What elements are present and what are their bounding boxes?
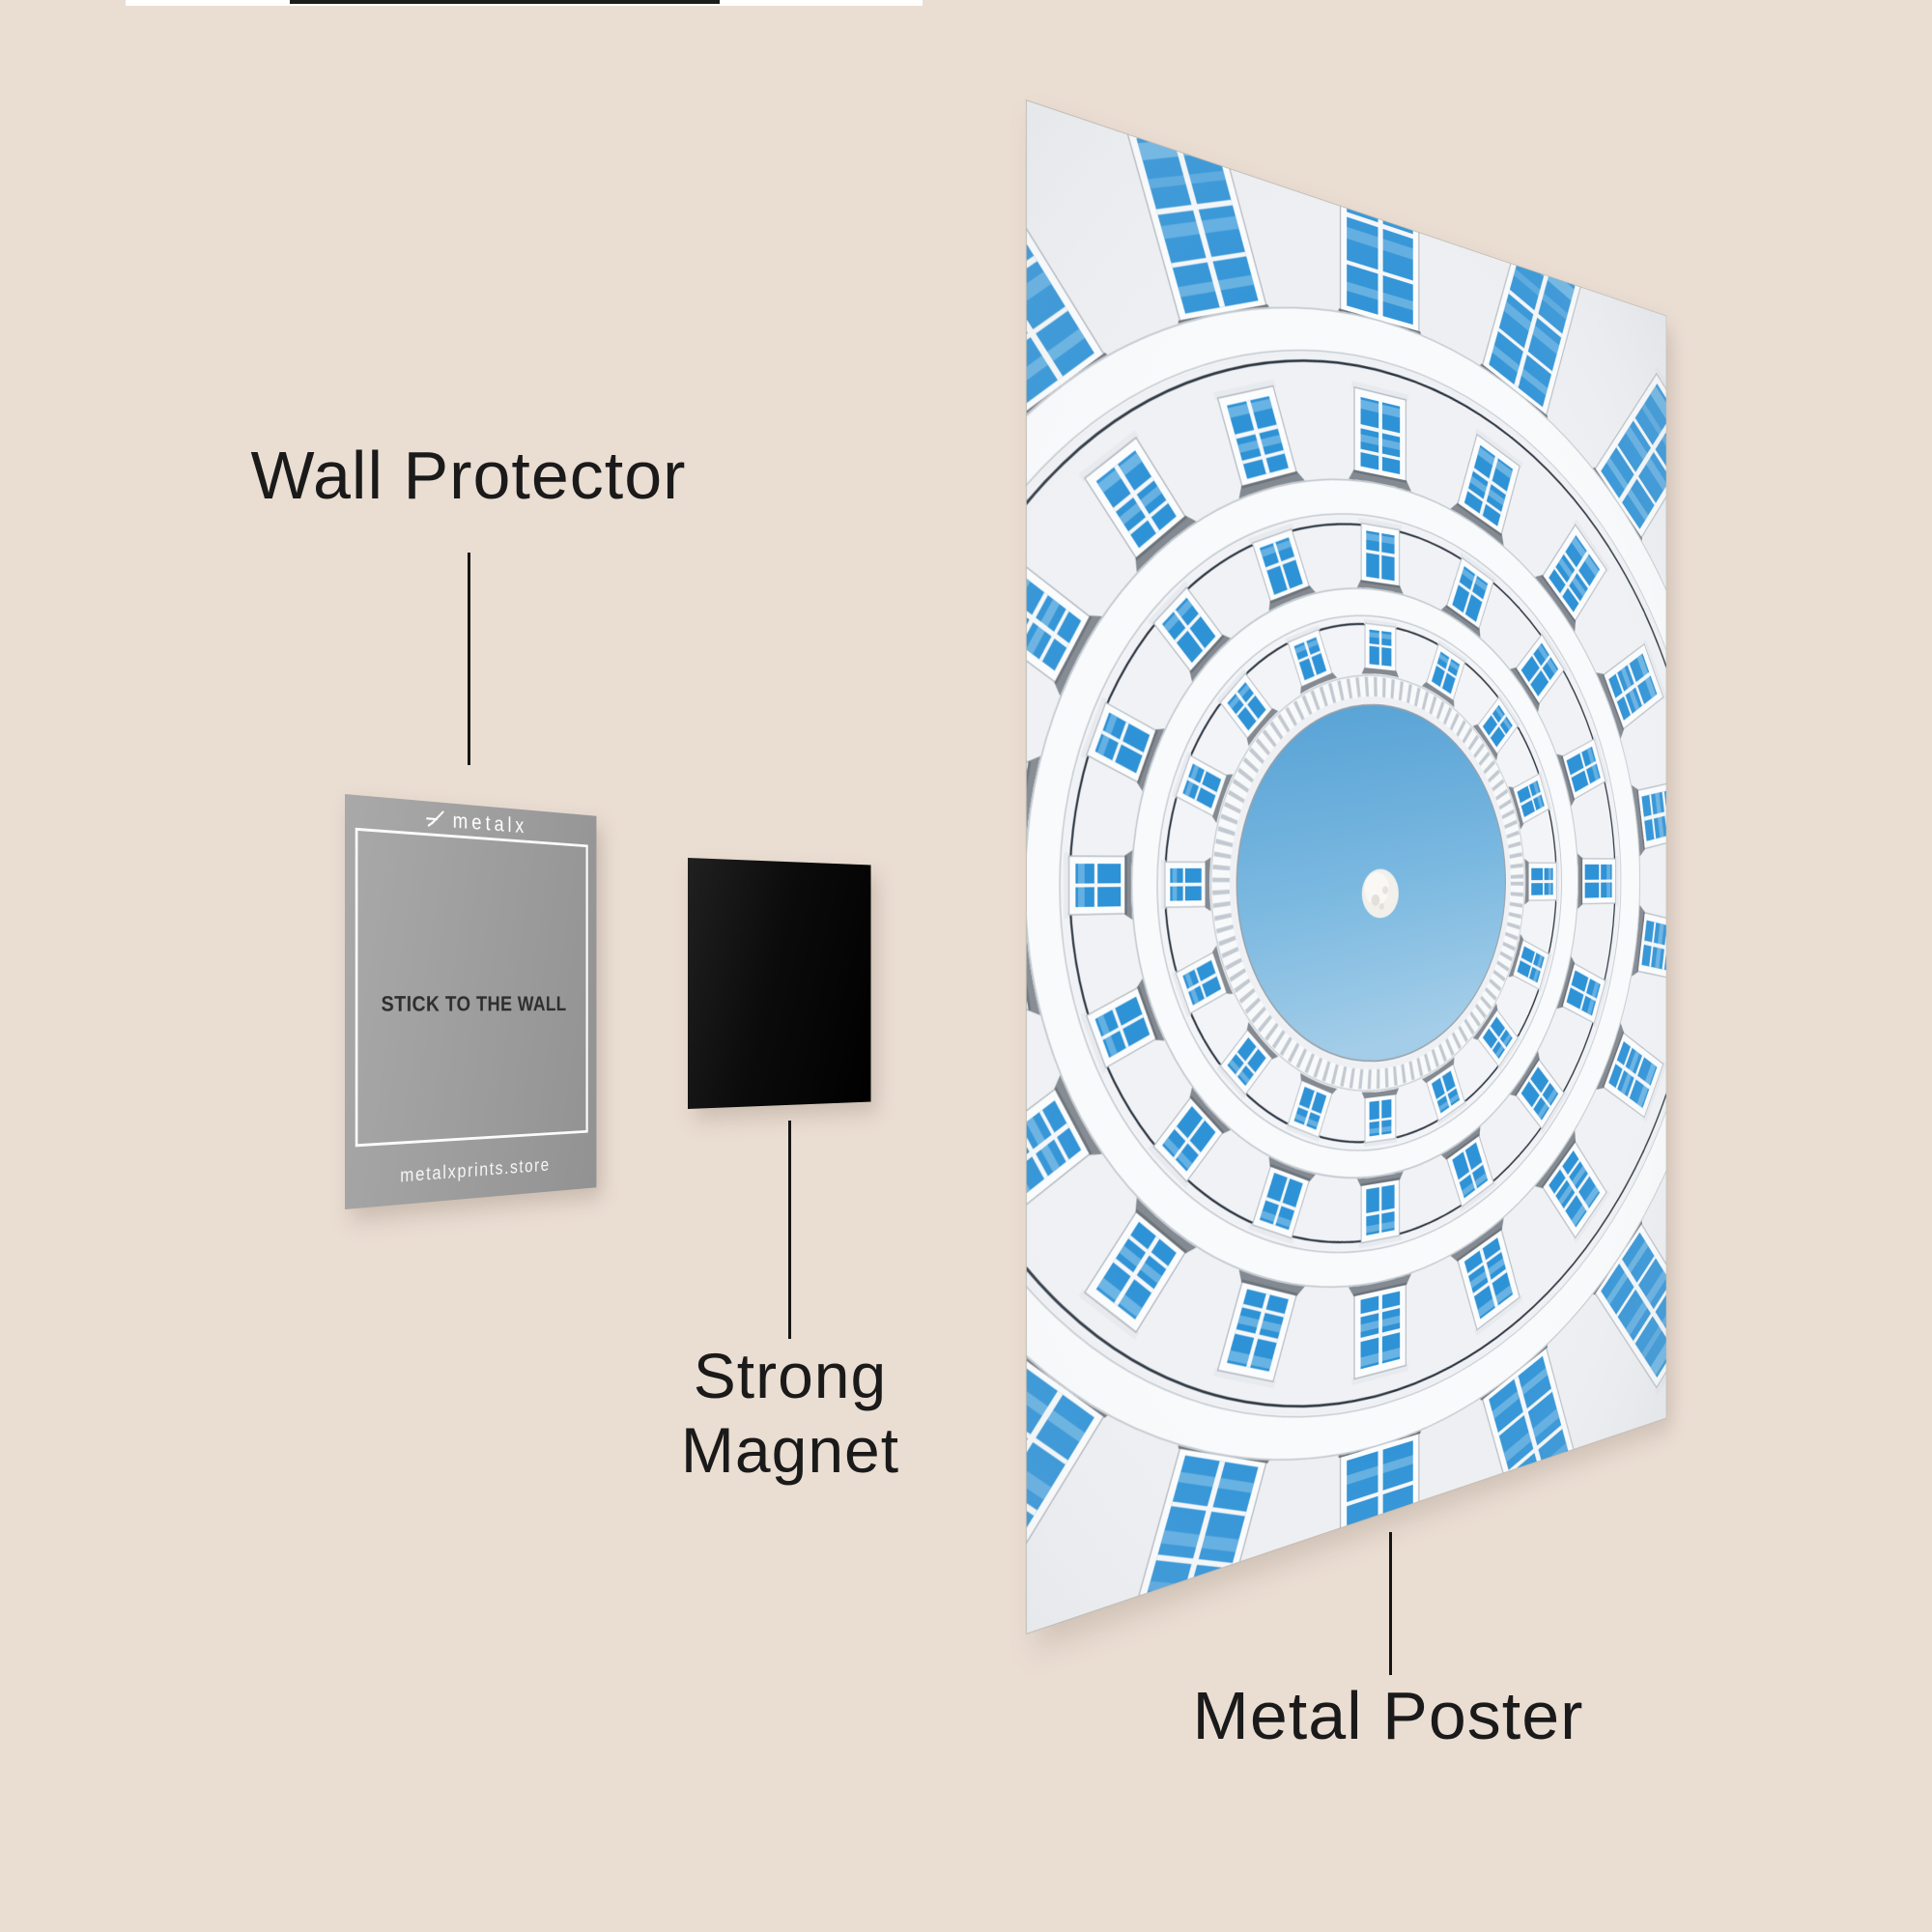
card-website: metalxprints.store bbox=[400, 1154, 551, 1187]
card-message: STICK TO THE WALL bbox=[381, 991, 567, 1016]
metal-poster bbox=[1026, 99, 1667, 1634]
strong-magnet-label-line1: Strong bbox=[693, 1340, 888, 1411]
card-inner-frame bbox=[355, 827, 588, 1148]
wall-protector-pointer-line bbox=[468, 553, 470, 765]
strong-magnet-pointer-line bbox=[788, 1121, 791, 1339]
top-crop-artifact-dark bbox=[290, 0, 720, 4]
strong-magnet-label-line2: Magnet bbox=[680, 1413, 900, 1486]
courtyard-rotunda-artwork bbox=[1026, 100, 1666, 1634]
metalx-logo-icon bbox=[425, 808, 446, 830]
strong-magnet-label: Strong Magnet bbox=[549, 1339, 1032, 1487]
wall-protector-label: Wall Protector bbox=[250, 438, 687, 513]
strong-magnet bbox=[688, 858, 871, 1109]
card-brand-name: metalx bbox=[452, 808, 528, 838]
wall-protector-card: metalx STICK TO THE WALL metalxprints.st… bbox=[345, 794, 597, 1209]
metal-poster-pointer-line bbox=[1389, 1532, 1392, 1675]
metal-poster-label: Metal Poster bbox=[1192, 1678, 1584, 1753]
